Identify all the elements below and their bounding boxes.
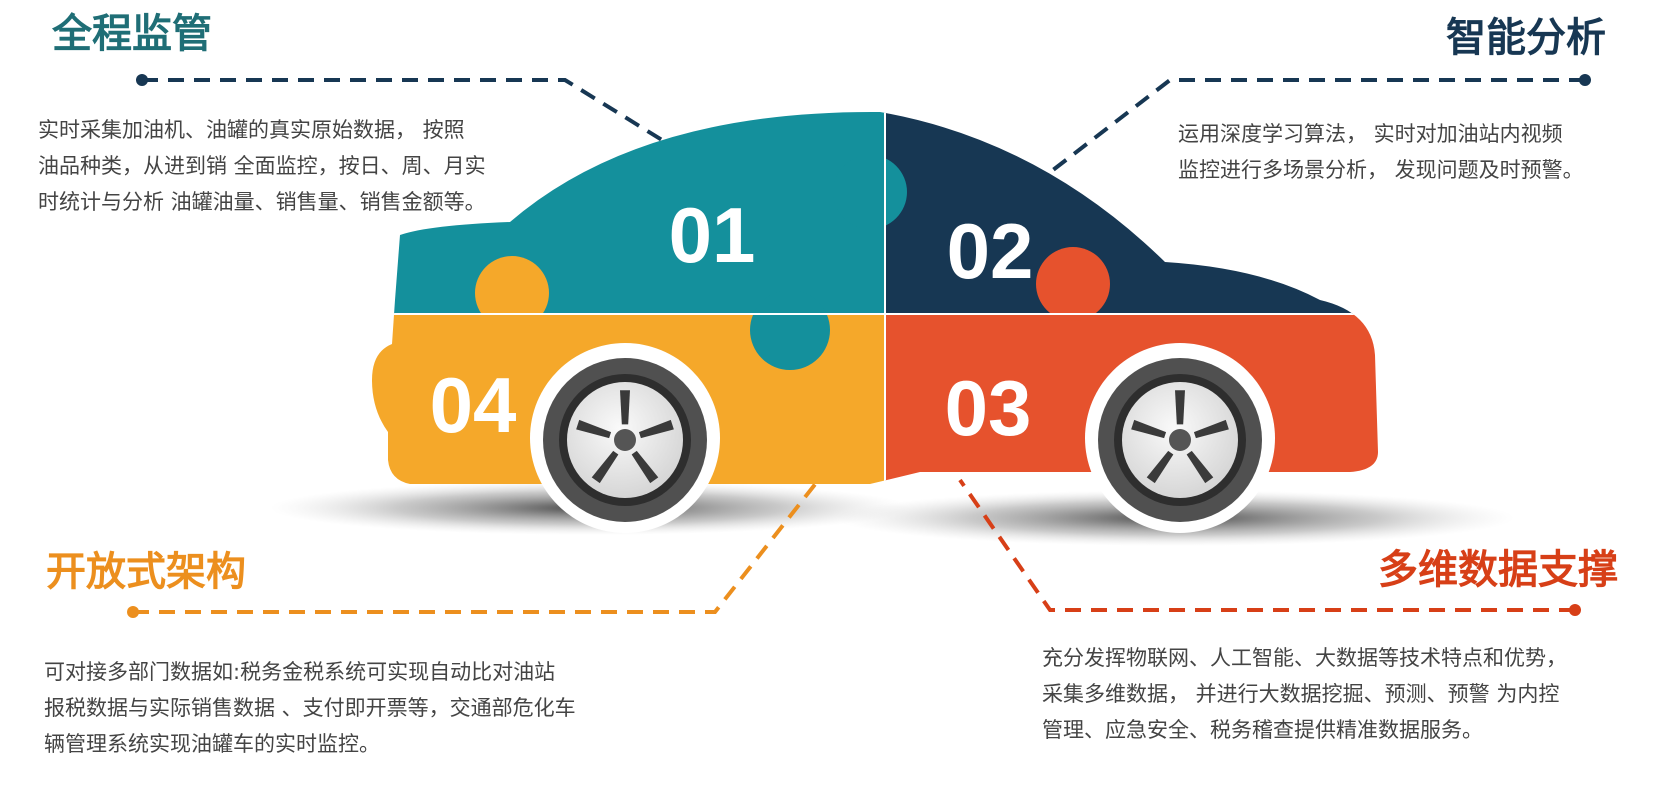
connector-04 [133,476,822,614]
connector-dot-01 [136,74,148,86]
desc-line: 充分发挥物联网、人工智能、大数据等技术特点和优势， [1042,646,1567,670]
number-02: 02 [947,207,1034,295]
section-02-description: 运用深度学习算法， 实时对加油站内视频 监控进行多场景分析， 发现问题及时预警。 [1178,116,1584,188]
puzzle-knob-teal-bottom [750,290,830,370]
desc-line: 管理、应急安全、税务稽查提供精准数据服务。 [1042,718,1483,742]
connector-dot-04 [127,606,139,618]
section-04-description: 可对接多部门数据如:税务金税系统可实现自动比对油站 报税数据与实际销售数据 、支… [44,654,576,762]
wheel-spoke [620,390,630,425]
desc-line: 油品种类，从进到销 全面监控，按日、周、月实 [38,154,486,178]
section-03-description: 充分发挥物联网、人工智能、大数据等技术特点和优势， 采集多维数据， 并进行大数据… [1042,640,1567,748]
section-04-title: 开放式架构 [46,549,246,595]
wheel-spoke [591,450,619,484]
number-04: 04 [430,361,517,449]
puzzle-knob-orange [475,256,549,330]
desc-line: 可对接多部门数据如:税务金税系统可实现自动比对油站 [44,660,556,684]
wheel-spoke [1146,450,1174,484]
desc-line: 报税数据与实际销售数据 、支付即开票等，交通部危化车 [44,696,576,720]
wheel-spoke [1186,450,1214,484]
wheel-spoke [638,419,674,439]
section-03-title: 多维数据支撑 [1378,547,1618,593]
desc-line: 时统计与分析 油罐油量、销售量、销售金额等。 [38,190,486,214]
puzzle-knob-red [1036,247,1110,321]
number-01: 01 [669,191,756,279]
puzzle-knob-teal [833,155,907,229]
wheel-spoke [1193,419,1229,439]
connector-dot-03 [1569,604,1581,616]
connector-01 [142,78,664,142]
desc-line: 监控进行多场景分析， 发现问题及时预警。 [1178,158,1584,182]
section-01-title: 全程监管 [52,11,212,57]
section-02-title: 智能分析 [1446,15,1606,61]
desc-line: 实时采集加油机、油罐的真实原始数据， 按照 [38,118,465,142]
connector-dot-02 [1579,74,1591,86]
connector-03 [958,478,1575,612]
wheel-front [1098,358,1262,522]
wheel-spoke [631,450,659,484]
wheel-rear [543,358,707,522]
connector-02 [1038,78,1585,182]
desc-line: 辆管理系统实现油罐车的实时监控。 [44,732,380,756]
section-01-description: 实时采集加油机、油罐的真实原始数据， 按照 油品种类，从进到销 全面监控，按日、… [38,112,486,220]
wheel-spoke [1131,419,1167,439]
number-03: 03 [945,364,1032,452]
desc-line: 采集多维数据， 并进行大数据挖掘、预测、预警 为内控 [1042,682,1560,706]
desc-line: 运用深度学习算法， 实时对加油站内视频 [1178,122,1563,146]
wheel-spoke [1175,390,1185,425]
wheel-spoke [576,419,612,439]
